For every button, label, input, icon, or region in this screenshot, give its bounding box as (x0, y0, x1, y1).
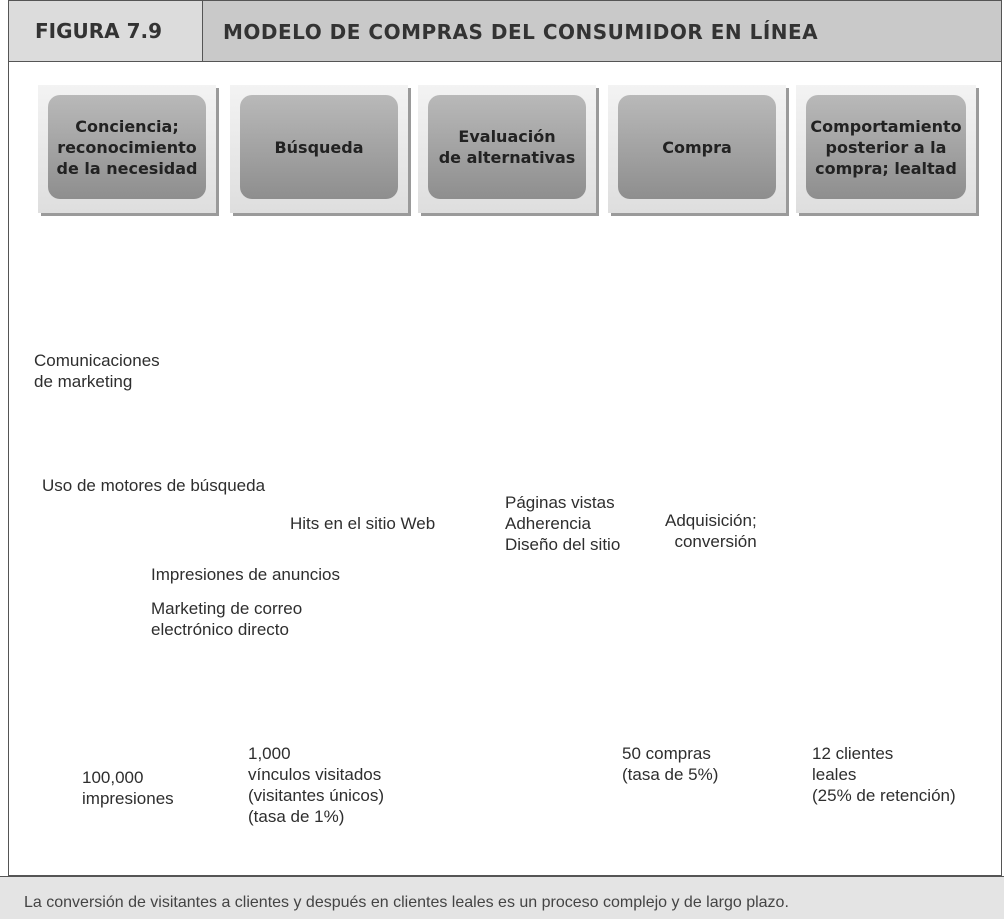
caption-band: La conversión de visitantes a clientes y… (0, 876, 1004, 919)
stage-label: Evaluación de alternativas (438, 127, 576, 167)
stage-search: Búsqueda (230, 85, 408, 213)
label-search-engine-use: Uso de motores de búsqueda (42, 476, 266, 495)
stage-label: Comportamiento posterior a la compra; le… (810, 116, 962, 178)
metric-impressions: 100,000 impresiones (82, 768, 174, 808)
stage-label: Búsqueda (274, 137, 364, 157)
label-page-views: Páginas vistas Adherencia Diseño del sit… (505, 493, 621, 554)
metric-loyal-customers: 12 clientes leales (25% de retención) (812, 744, 956, 805)
metric-visits: 1,000 vínculos visitados (visitantes úni… (248, 744, 385, 826)
figure-caption: La conversión de visitantes a clientes y… (24, 894, 789, 911)
stage-label: Conciencia; reconocimiento de la necesid… (56, 116, 198, 178)
label-email-marketing: Marketing de correo electrónico directo (151, 599, 303, 639)
label-ad-impressions: Impresiones de anuncios (151, 565, 341, 584)
figure-header: FIGURA 7.9 MODELO DE COMPRAS DEL CONSUMI… (8, 0, 1002, 62)
stage-evaluation: Evaluación de alternativas (418, 85, 596, 213)
metric-purchases: 50 compras (tasa de 5%) (622, 744, 719, 784)
label-marketing-communications: Comunicaciones de marketing (34, 351, 160, 391)
stage-awareness: Conciencia; reconocimiento de la necesid… (38, 85, 216, 213)
label-acquisition: Adquisición; conversión (665, 511, 757, 551)
stage-label: Compra (662, 137, 732, 157)
stage-purchase: Compra (608, 85, 786, 213)
stage-loyalty: Comportamiento posterior a la compra; le… (796, 85, 976, 213)
label-site-hits: Hits en el sitio Web (290, 514, 436, 533)
figure-title: MODELO DE COMPRAS DEL CONSUMIDOR EN LÍNE… (223, 20, 819, 44)
figure-number: FIGURA 7.9 (9, 1, 203, 61)
